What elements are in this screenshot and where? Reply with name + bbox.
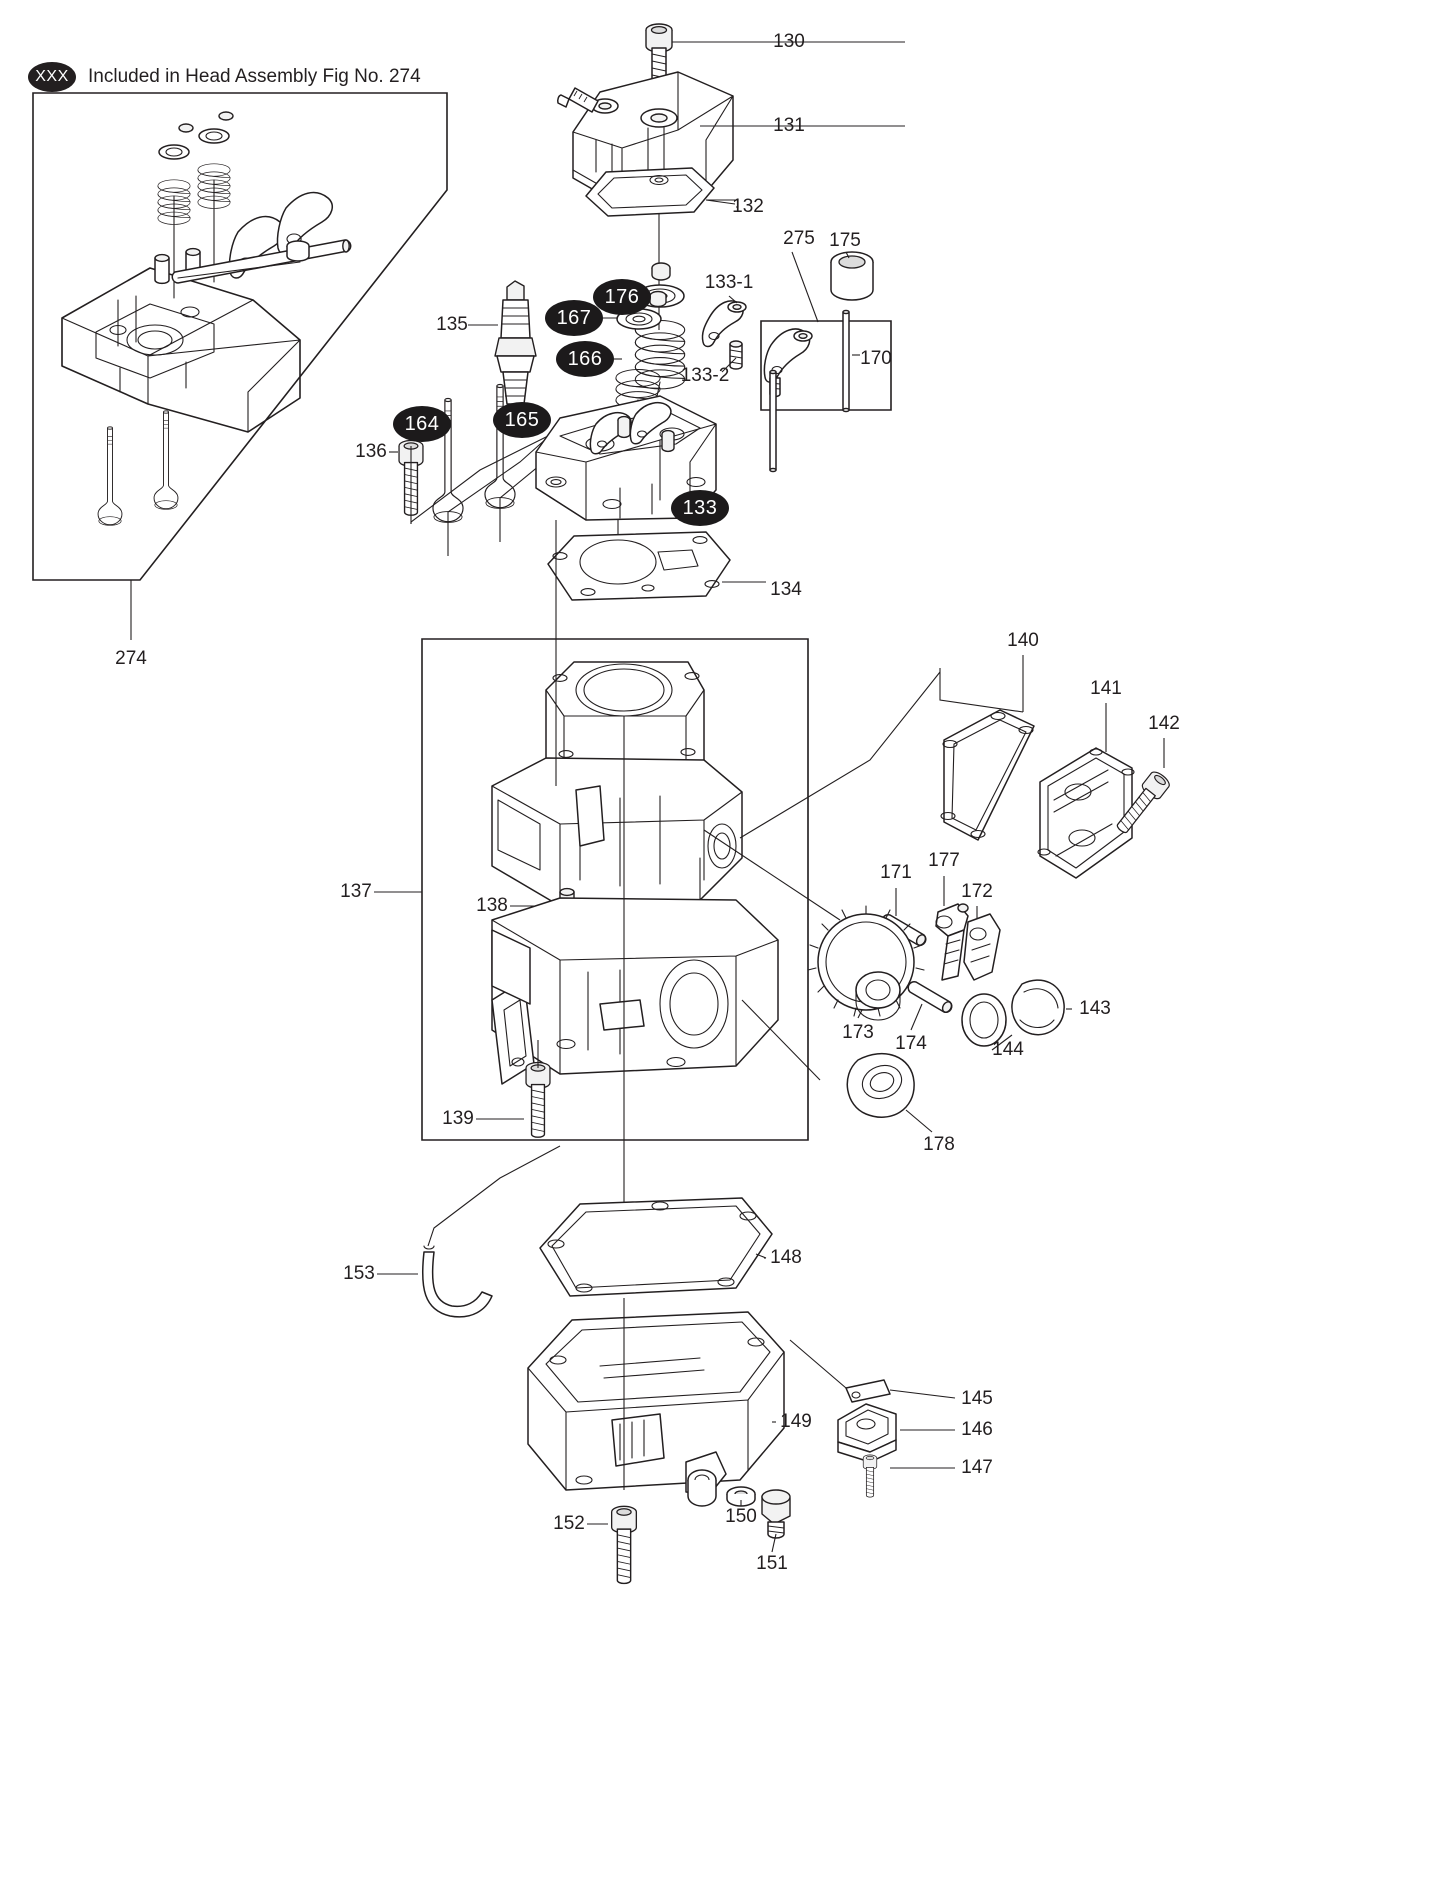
leader-178 [905,1109,933,1133]
callout-171: 171 [880,862,912,883]
leader-140b [939,668,1024,713]
callout-146: 146 [961,1419,993,1440]
callout-275: 275 [783,228,815,249]
leader-132a [706,199,739,208]
callout-135: 135 [436,314,468,335]
leader-block-140 [739,671,941,839]
leader-132 [705,199,736,205]
crankcase-lower-art [491,897,779,1085]
callout-badge-166: 166 [556,341,614,377]
leader-173 [857,1009,863,1019]
part-151-art [761,1489,791,1539]
callout-174: 174 [895,1033,927,1054]
part-275-box [760,320,892,411]
inset-panel-274-border [32,92,448,581]
part-143-art [1011,979,1065,1036]
part-177-art [935,903,969,981]
part-175-art [830,251,874,301]
callout-138: 138 [476,895,508,916]
callout-badge-167: 167 [545,300,603,336]
callout-141: 141 [1090,678,1122,699]
leader-275 [791,251,819,323]
bracket-136 [410,429,561,524]
callout-147: 147 [961,1457,993,1478]
part-133-art [535,395,717,521]
leader-block-171 [703,829,841,921]
part-141-art [1037,747,1135,879]
legend: XXX Included in Head Assembly Fig No. 27… [28,62,421,92]
part-140-art [940,709,1035,841]
part-173-art [807,905,925,1021]
leader-148b [755,1253,767,1259]
callout-151: 151 [756,1553,788,1574]
callout-149: 149 [780,1411,812,1432]
leader-block-178 [741,999,821,1081]
callout-148: 148 [770,1247,802,1268]
part-147-art [862,1454,878,1498]
leader-133-1 [728,295,738,304]
callout-153: 153 [343,1263,375,1284]
part-174-art [907,980,953,1014]
part-178-art [846,1052,915,1118]
part-275-art [763,328,813,398]
callout-143: 143 [1079,998,1111,1019]
leader-175 [845,251,850,259]
part-172-art [963,913,1001,981]
callout-140: 140 [1007,630,1039,651]
callout-145: 145 [961,1388,993,1409]
bracket-164 [447,429,557,556]
callout-139: 139 [442,1108,474,1129]
part-132-art [585,167,715,217]
callout-150: 150 [725,1506,757,1527]
part-144-art [961,993,1007,1047]
callout-133-1: 133-1 [704,272,754,293]
part-139-art [525,1061,551,1138]
part-135-art [494,280,537,417]
legend-note: Included in Head Assembly Fig No. 274 [88,66,421,87]
legend-badge: XXX [28,62,76,92]
callout-badge-164: 164 [393,406,451,442]
callout-137: 137 [340,881,372,902]
part-152-art [610,1505,638,1585]
part-145-art [845,1379,891,1403]
leader-145 [889,1389,956,1399]
leader-133-2 [721,357,737,373]
callout-133-2: 133-2 [680,365,730,386]
callout-badge-176: 176 [593,279,651,315]
callout-172: 172 [961,881,993,902]
callout-178: 178 [923,1134,955,1155]
inset-head-assembly-art [61,111,352,526]
part-146-art [837,1403,897,1463]
leader-144 [991,1034,1013,1051]
callout-136: 136 [355,441,387,462]
callout-144: 144 [992,1039,1024,1060]
callout-152: 152 [553,1513,585,1534]
part-149-art [527,1311,785,1507]
callout-131: 131 [773,115,805,136]
part-134-art [547,531,731,601]
callout-130: 130 [773,31,805,52]
part-170-art [769,309,850,473]
callout-142: 142 [1148,713,1180,734]
part-133-1-art [701,300,747,348]
leader-151 [771,1533,777,1553]
callout-170: 170 [860,348,892,369]
leader-174 [910,1003,923,1031]
part-153-art [421,1245,493,1318]
callout-173: 173 [842,1022,874,1043]
leader-153b [427,1145,561,1247]
callout-175: 175 [829,230,861,251]
part-133-2-art [729,340,743,370]
callout-177: 177 [928,850,960,871]
callout-134: 134 [770,579,802,600]
callout-badge-133: 133 [671,490,729,526]
part-148-art [539,1197,773,1297]
callout-badge-165: 165 [493,402,551,438]
callout-132: 132 [732,196,764,217]
callout-274: 274 [115,648,147,669]
leader-145b [789,1339,847,1389]
cylinder-block-art [491,661,743,907]
